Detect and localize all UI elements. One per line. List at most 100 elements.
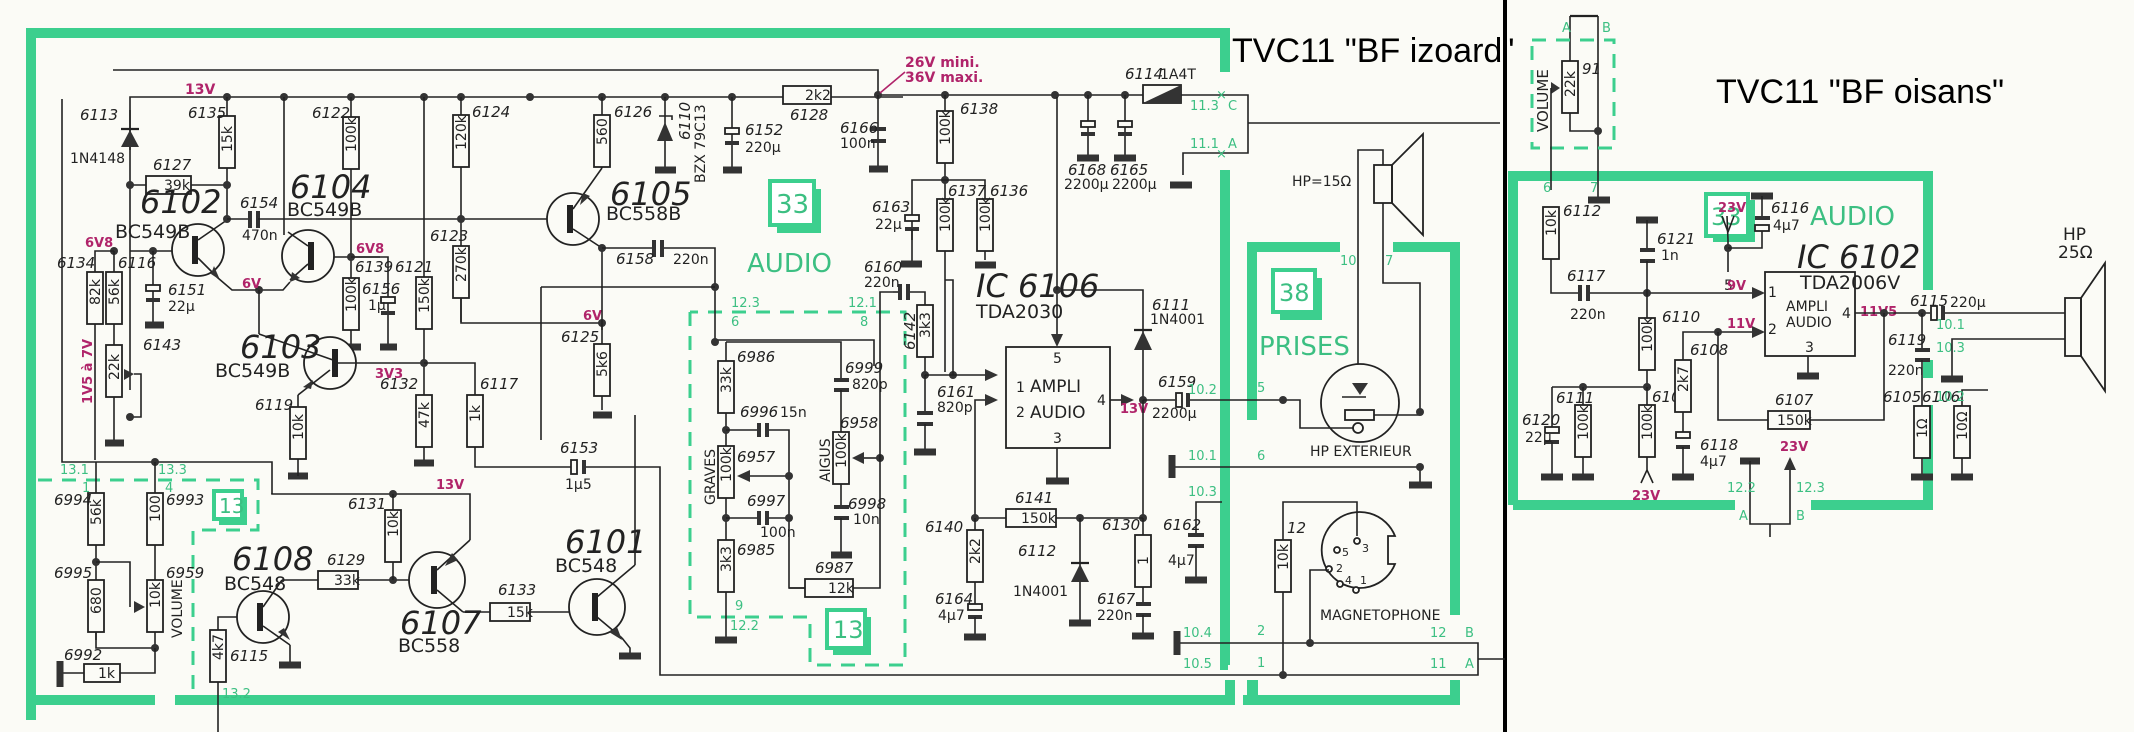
resistor-6108-r[interactable]: 2k7 6108 [1674,328,1754,432]
transistor-6102[interactable]: 6102 BC549B [115,183,228,280]
resistor-6110-r[interactable]: 100k 6110 [1638,308,1700,387]
capacitor-6151[interactable]: 6151 22µ [145,251,206,329]
transistor-6104[interactable]: 6104 BC549B [281,97,380,283]
capacitor-6156[interactable]: 6156 1µ [351,256,400,351]
capacitor-6120-r[interactable]: 6120 22µ [1522,387,1563,481]
ic-6102[interactable]: 1 2 3 4 5 AMPLI AUDIO IC 6102 TDA2006V [1724,238,1920,380]
capacitor-6167[interactable]: 6167 220n [1097,590,1154,640]
transistor-6105[interactable]: 6105 BC558B [546,167,691,249]
conn-pin-9: 9 [735,599,743,614]
resistor-6117-ref: 6117 [480,375,519,393]
resistor-6139[interactable]: 100k 6139 [342,258,393,351]
resistor-6119[interactable]: 10k 6119 [255,395,308,480]
capacitor-6117-r[interactable]: 6117 220n [1567,267,1754,323]
diode-6112[interactable]: 6112 1N4001 [1013,518,1091,627]
capacitor-6998[interactable]: 6998 10n [831,495,886,559]
capacitor-6999[interactable]: 6999 820p [726,341,888,432]
diode-6111[interactable]: 6111 1N4001 [1134,296,1205,350]
resistor-6125[interactable]: 5k6 6125 [561,323,612,419]
resistor-6134[interactable]: 82k 6134 [57,250,114,460]
capacitor-6998-value: 10n [853,512,880,528]
capacitor-6154[interactable]: 6154 470n [227,194,555,244]
graves-potentiometer-6957[interactable]: 100k 6957 GRAVES [703,445,793,505]
resistor-6115[interactable]: 4k7 6115 [209,616,268,732]
voltage-1v5-7v: 1V5 à 7V [81,339,96,404]
resistor-6985[interactable]: 3k3 6985 [715,539,775,644]
jack-hp-exterieur[interactable]: HP EXTERIEUR [1279,363,1424,460]
resistor-6994[interactable]: 56k 6994 [54,462,105,640]
capacitor-6119-r[interactable]: 6119 220n [1888,313,1930,406]
conn-bottom-a: A [1739,509,1748,524]
resistor-6107-r[interactable]: 150k 6107 [1717,313,1885,430]
transistor-6107[interactable]: 6107 BC558 [398,539,482,657]
capacitor-6161[interactable]: 6161 820p [914,375,975,456]
resistor-6127[interactable]: 39k 6127 [126,156,231,195]
resistor-6136[interactable]: 100k 6136 [975,182,1028,269]
resistor-6142[interactable]: 3k3 6142 [901,304,934,375]
transistor-6103-ref: 6103 [240,328,321,366]
resistor-6140-value: 2k2 [968,538,984,564]
resistor-6131[interactable]: 10k 6131 [271,490,471,580]
aigus-potentiometer-6958[interactable]: 100k 6958 AIGUS [818,414,884,505]
ic-6106[interactable]: 1 2 3 4 5 AMPLI AUDIO IC 6106 TDA2030 [975,267,1111,485]
resistor-6128-ref: 6128 [790,106,828,124]
resistor-12[interactable]: 10k 12 [1274,501,1358,675]
capacitor-6159[interactable]: 6159 2200µ [1143,373,1283,422]
capacitor-6162-value: 4µ7 [1168,553,1195,569]
resistor-6105-r[interactable]: 1Ω 6105 [1883,388,1933,481]
resistor-6135[interactable]: 15k 6135 [188,97,236,220]
resistor-6995[interactable]: 680 6995 [54,564,105,633]
din-magnetophone[interactable]: 5 3 2 4 1 MAGNETOPHONE [1320,511,1440,624]
resistor-6987[interactable]: 12k 6987 [789,291,893,598]
capacitor-6997[interactable]: 6997 100n [726,492,796,541]
resistor-6111-r[interactable]: 100k 6111 [1556,387,1594,481]
zener-6110[interactable]: 6110 BZX 79C13 [655,97,709,183]
resistor-6112-r[interactable]: 10k 6112 [1542,202,1601,294]
capacitor-6160[interactable]: 6160 220n [864,258,926,305]
resistor-6106-r[interactable]: 10Ω 6106 [1922,388,1988,481]
capacitor-6118-r[interactable]: 6118 4µ7 [1672,431,1738,481]
volume-potentiometer-91[interactable]: 22k 91 VOLUME [1534,60,1601,190]
capacitor-6115-r[interactable]: 6115 220µ [1910,292,1990,321]
capacitor-6158[interactable]: 6158 220n [602,240,716,287]
transistor-6107-ref: 6107 [400,604,482,642]
resistor-6117[interactable]: 1k 6117 [424,362,530,468]
capacitor-6116-r[interactable]: 6116 4µ7 [1728,192,1809,249]
resistor-6140[interactable]: 2k2 6140 [925,518,984,583]
badge-33-left: 33 [768,179,821,233]
capacitor-6163[interactable]: 6163 22µ [872,198,922,268]
ic-6106-label2: AUDIO [1030,403,1086,423]
resistor-6985-ref: 6985 [737,541,775,559]
resistor-6123[interactable]: 270k 6123 [430,227,470,299]
resistor-6992[interactable]: 1k 6992 [56,646,156,687]
capacitor-6152[interactable]: 6152 220µ [723,97,783,174]
resistor-6133[interactable]: 15k 6133 [463,581,573,622]
right-board-title: TVC11 "BF oisans" [1716,73,2004,111]
capacitor-6166-ref: 6166 [840,119,878,137]
resistor-6130[interactable]: 1 6130 [1102,516,1152,603]
capacitor-6121-r[interactable]: 6121 1n [1636,216,1695,320]
resistor-6141[interactable]: 150k 6141 [1005,489,1143,528]
transistor-6108[interactable]: 6108 BC548 [224,540,313,669]
speaker-internal[interactable]: HP=15Ω [1292,131,1424,412]
resistor-6128[interactable]: 2k2 6128 [782,85,832,124]
volume-potentiometer-6959[interactable]: 10k 6959 VOLUME [96,561,204,638]
capacitor-6165[interactable]: 6165 2200µ [1110,95,1157,193]
capacitor-6164[interactable]: 6164 4µ7 [935,582,986,641]
diode-6113[interactable]: 6113 1N4148 [70,106,139,167]
fuse-6114[interactable]: 6114 1A4T [1125,65,1196,104]
potentiometer-6143[interactable]: 22k 6143 [105,336,181,447]
resistor-6126[interactable]: 560 6126 [593,97,652,168]
transistor-6101[interactable]: 6101 BC548 [555,415,646,660]
resistor-6132[interactable]: 47k 6132 [380,375,434,467]
resistor-6129[interactable]: 33k 6129 [282,551,410,590]
capacitor-6166[interactable]: 6166 100n [840,95,888,173]
resistor-6127-ref: 6127 [153,156,192,174]
transistor-6103[interactable]: 6103 BC549B [215,290,424,396]
capacitor-6168[interactable]: 6168 2200µ [1064,95,1109,193]
capacitor-6162[interactable]: 6162 4µ7 [1163,501,1222,584]
resistor-6986[interactable]: 33k 6986 [717,342,775,640]
resistor-6138[interactable]: 100k 6138 [936,95,998,250]
conn-13-1: 13.1 [60,463,89,478]
speaker-hp-25[interactable]: HP 25Ω [2058,225,2106,394]
